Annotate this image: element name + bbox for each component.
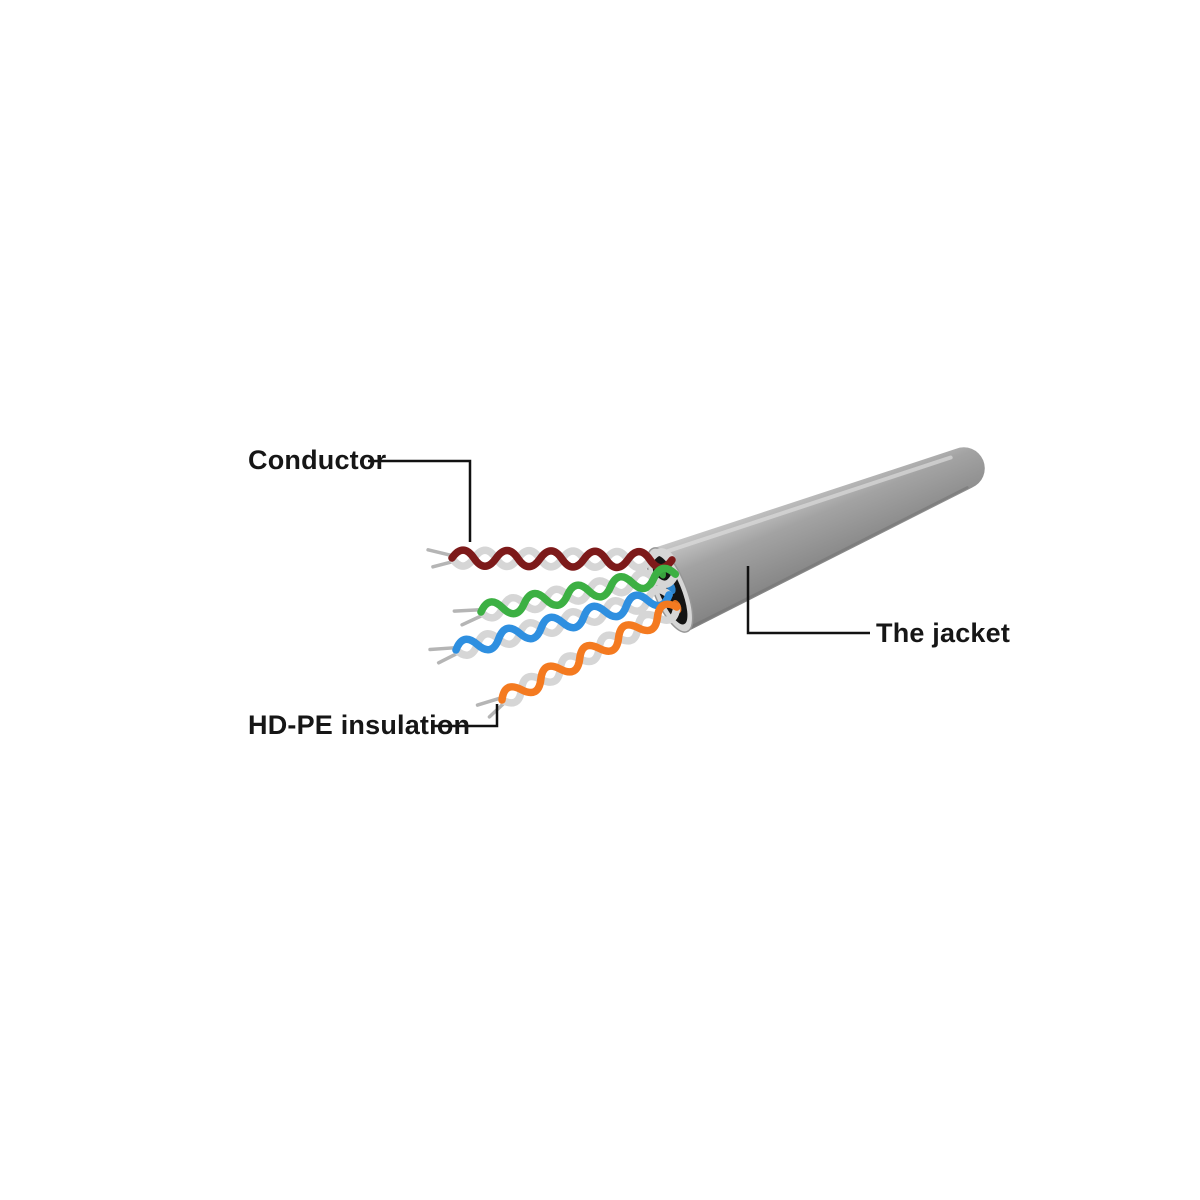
conductor-label: Conductor <box>248 445 387 475</box>
jacket-label: The jacket <box>876 618 1011 648</box>
green-wire <box>477 564 680 618</box>
white-wire <box>498 603 681 707</box>
twisted-pair-orange <box>475 600 681 719</box>
blue-wire <box>452 591 673 654</box>
twisted-pair-maroon <box>426 546 676 572</box>
conductor-leader-line <box>368 459 472 542</box>
jacket-top-highlight <box>663 455 953 554</box>
insulation-leader-line <box>432 704 499 728</box>
twisted-pair-green <box>452 564 680 627</box>
cable-jacket <box>646 447 985 633</box>
orange-wire <box>498 600 681 704</box>
jacket-bottom-shade <box>690 486 969 628</box>
jacket-leader-line <box>746 566 870 635</box>
maroon-wire <box>448 546 676 572</box>
twisted-pair-blue <box>428 585 673 665</box>
white-wire <box>477 568 680 622</box>
jacket-body <box>652 447 985 632</box>
insulation-label: HD-PE insulation <box>248 710 471 740</box>
